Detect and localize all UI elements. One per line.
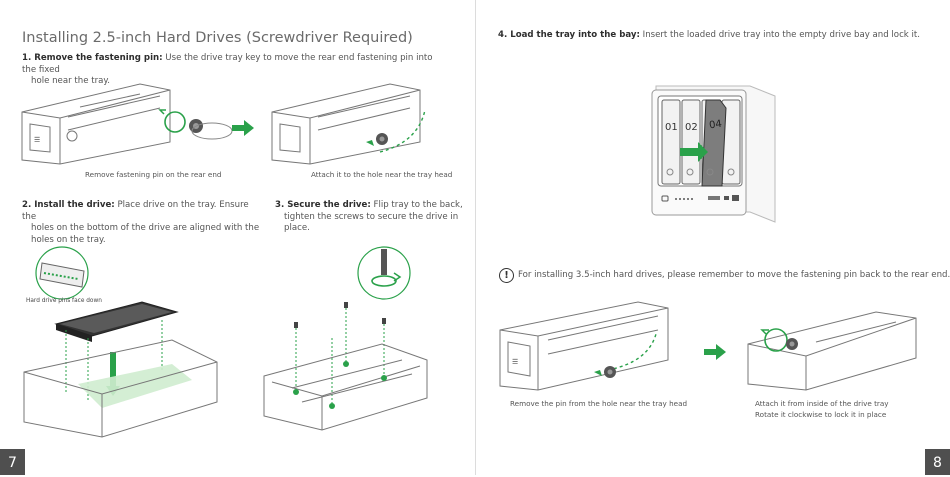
screw-icon	[382, 318, 386, 324]
note-text: For installing 3.5-inch hard drives, ple…	[518, 270, 950, 280]
step-4-text: 4. Load the tray into the bay: Insert th…	[498, 30, 938, 42]
left-page: Installing 2.5-inch Hard Drives (Screwdr…	[0, 0, 475, 475]
step-2-text: 2. Install the drive: Place drive on the…	[22, 200, 262, 246]
bay-label-2: 02	[685, 122, 698, 133]
caption-attach-inside: Attach it from inside of the drive tray	[755, 399, 889, 408]
fastening-pin-icon	[786, 338, 798, 350]
flipped-tray-screws-illustration	[263, 302, 428, 431]
drive-on-tray-illustration	[23, 301, 218, 438]
caption-remove-pin: Remove fastening pin on the rear end	[85, 170, 222, 179]
step-4-label: 4. Load the tray into the bay:	[498, 30, 640, 40]
step-1-label: 1. Remove the fastening pin:	[22, 53, 163, 63]
arrow-right-icon	[232, 120, 254, 136]
step-3-label: 3. Secure the drive:	[275, 200, 371, 210]
page-title: Installing 2.5-inch Hard Drives (Screwdr…	[22, 30, 413, 46]
warning-icon: !	[499, 268, 514, 283]
drive-pins-zoom-icon	[35, 246, 89, 300]
step-2-desc-a: Place drive on the tray. Ensure the	[22, 200, 249, 222]
drive-bay-2	[681, 99, 701, 185]
tray-attach-pin-illustration	[271, 83, 426, 165]
step-2-label: 2. Install the drive:	[22, 200, 115, 210]
svg-text:☰: ☰	[34, 136, 40, 144]
caption-rotate-clockwise: Rotate it clockwise to lock it in place	[755, 410, 887, 419]
bay-label-4: 04	[708, 119, 722, 132]
step-1-desc-a: Use the drive tray key to move the rear …	[22, 53, 433, 75]
step-1-text: 1. Remove the fastening pin: Use the dri…	[22, 53, 442, 88]
screwdriver-zoom-icon	[357, 246, 411, 300]
page-number-left: 7	[0, 449, 25, 475]
caption-remove-pin-3-5: Remove the pin from the hole near the tr…	[510, 399, 688, 408]
right-page: 4. Load the tray into the bay: Insert th…	[476, 0, 950, 475]
step-4-desc: Insert the loaded drive tray into the em…	[639, 30, 920, 40]
step-3-desc-a: Flip tray to the back,	[370, 200, 463, 210]
step-1-desc-b: hole near the tray.	[31, 76, 110, 86]
tray-pin-removal-illustration: ☰	[499, 301, 669, 391]
fastening-pin-icon	[376, 133, 388, 145]
caption-attach-pin: Attach it to the hole near the tray head	[311, 170, 453, 179]
insert-arrow-icon	[680, 142, 708, 162]
fastening-pin-icon	[604, 366, 616, 378]
tray-pin-attach-inside-illustration	[747, 311, 917, 391]
step-3-desc-b: tighten the screws to secure the drive i…	[284, 211, 459, 222]
drive-bay-1	[661, 99, 681, 185]
tray-remove-pin-illustration: ☰	[21, 83, 233, 165]
screw-icon	[344, 302, 348, 308]
nas-enclosure-illustration: 01 02 04	[651, 85, 776, 223]
page-number-right: 8	[925, 449, 950, 475]
step-2-desc-c: holes on the tray.	[31, 234, 106, 245]
step-2-desc-b: holes on the bottom of the drive are ali…	[31, 223, 260, 233]
drive-pins-label: Hard drive pins face down	[26, 298, 102, 304]
step-3-text: 3. Secure the drive: Flip tray to the ba…	[275, 200, 465, 235]
svg-text:☰: ☰	[512, 358, 518, 366]
screw-icon	[294, 322, 298, 328]
page-divider	[475, 0, 476, 475]
arrow-right-icon	[704, 344, 726, 360]
bay-label-1: 01	[665, 122, 678, 133]
step-3-desc-c: place.	[284, 223, 310, 233]
